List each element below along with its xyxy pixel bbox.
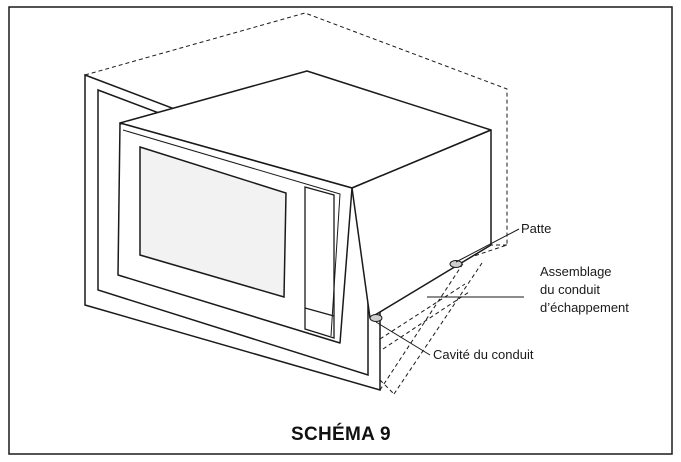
leader-cavite bbox=[375, 321, 431, 356]
label-patte: Patte bbox=[521, 221, 551, 236]
label-assemblage-line3: d’échappement bbox=[540, 300, 629, 315]
figure-title: SCHÉMA 9 bbox=[291, 423, 391, 445]
figure-border bbox=[8, 6, 673, 455]
door-window bbox=[139, 145, 287, 298]
label-assemblage-line2: du conduit bbox=[540, 282, 600, 297]
foot-rear bbox=[449, 260, 463, 268]
support-feet bbox=[369, 260, 463, 322]
leader-patte bbox=[455, 228, 520, 263]
foot-front bbox=[369, 314, 383, 322]
label-assemblage-line1: Assemblage bbox=[540, 264, 612, 279]
control-panel bbox=[304, 186, 335, 339]
label-cavite: Cavité du conduit bbox=[433, 347, 534, 362]
leader-lines bbox=[375, 228, 524, 356]
